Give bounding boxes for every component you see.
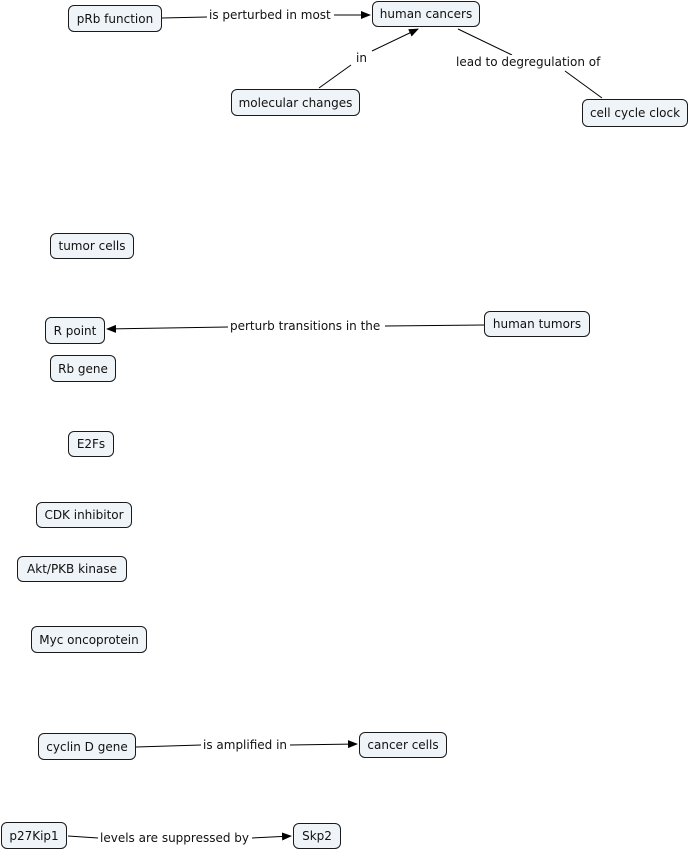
edge-human-tumors-to-label [384,324,485,327]
edge-human-cancers-to-label [457,28,513,56]
link-label-in: in [354,51,369,65]
node-cyclin-d-gene[interactable]: cyclin D gene [38,733,136,760]
node-e2fs[interactable]: E2Fs [68,431,114,457]
link-label-is-amplified-in: is amplified in [201,738,290,752]
node-akt-pkb-kinase[interactable]: Akt/PKB kinase [17,556,127,582]
node-tumor-cells[interactable]: tumor cells [50,233,134,259]
node-cancer-cells[interactable]: cancer cells [359,732,447,758]
edge-label-to-skp2 [251,832,292,841]
link-label-levels-are-suppressed-by: levels are suppressed by [98,831,252,845]
edge-p27kip1-to-label [67,835,99,839]
edge-label-to-cancer-cells [289,740,358,749]
edge-in-label-to-human-cancers [371,28,419,52]
edge-cyclin-d-to-label [135,744,202,748]
link-label-lead-to-degregulation-of: lead to degregulation of [454,55,603,69]
edge-prb-function-to-label [161,16,208,19]
node-molecular-changes[interactable]: molecular changes [231,89,360,116]
node-r-point[interactable]: R point [45,317,105,344]
node-myc-oncoprotein[interactable]: Myc oncoprotein [31,626,147,653]
link-label-perturb-transitions-in-the: perturb transitions in the [228,319,383,333]
node-prb-function[interactable]: pRb function [68,5,162,32]
node-rb-gene[interactable]: Rb gene [50,355,116,382]
node-skp2[interactable]: Skp2 [293,823,341,849]
link-label-is-perturbed-in-most: is perturbed in most [207,8,333,22]
node-human-cancers[interactable]: human cancers [372,1,480,27]
node-cdk-inhibitor[interactable]: CDK inhibitor [36,502,132,528]
node-human-tumors[interactable]: human tumors [484,311,590,337]
edge-label-to-r-point [106,324,229,333]
node-p27kip1[interactable]: p27Kip1 [1,822,67,849]
node-cell-cycle-clock[interactable]: cell cycle clock [582,99,688,127]
edge-label-to-cell-cycle-clock [564,70,603,99]
edge-molecular-changes-to-label [318,64,352,89]
